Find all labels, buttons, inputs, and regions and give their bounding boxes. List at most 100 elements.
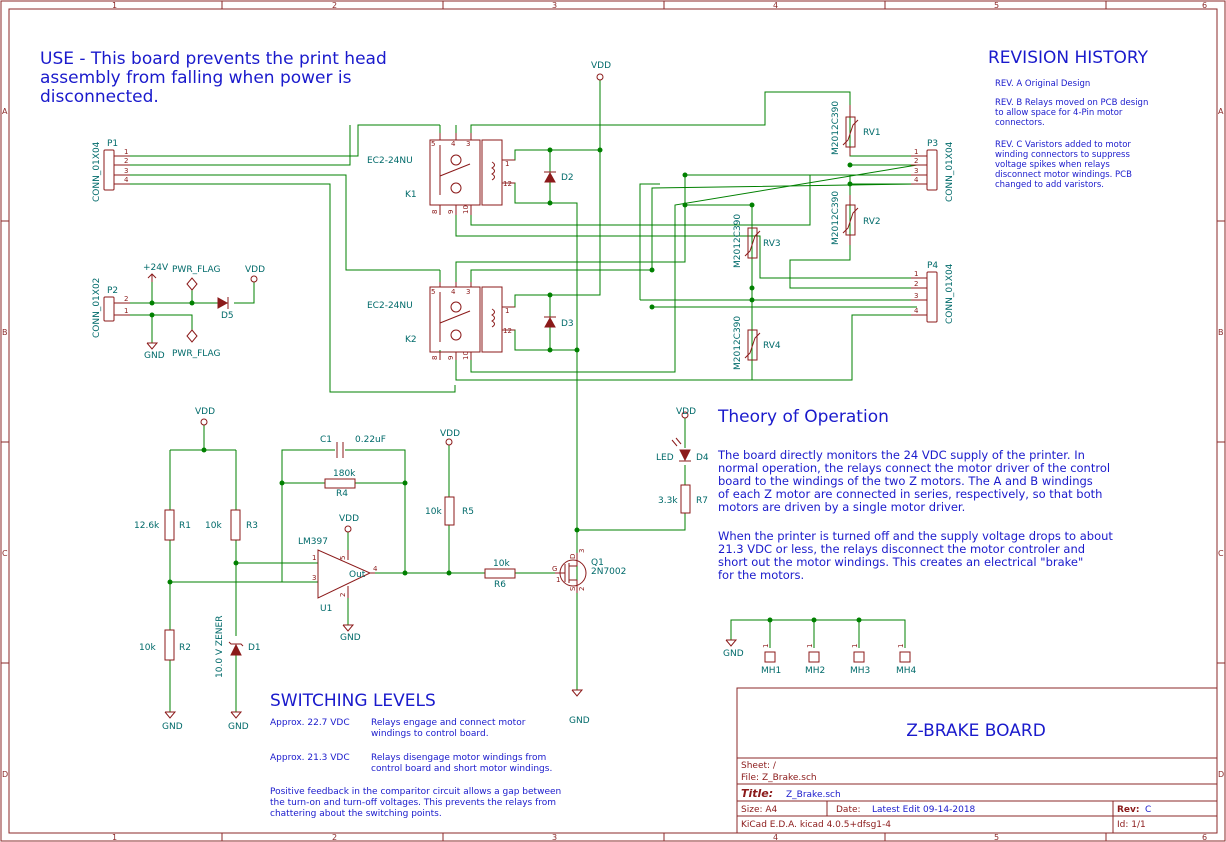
resistor-r5: R5 10k [425, 496, 474, 526]
c1-value: 0.22uF [355, 435, 386, 445]
mh1-ref: MH1 [761, 666, 781, 676]
vdd-r5: VDD [440, 429, 460, 446]
revision-history: REVISION HISTORY REV. A Original Design … [988, 48, 1149, 190]
p3-ref: P3 [927, 139, 938, 149]
resistor-r1: R1 12.6k [134, 509, 191, 541]
k1-pin-9: 9 [447, 210, 455, 214]
feedback-line-3: chattering about the switching points. [270, 809, 442, 819]
q1-pin-1: 1 [556, 576, 560, 584]
r2-value: 10k [139, 643, 156, 653]
r6-ref: R6 [494, 580, 506, 590]
d3-ref: D3 [561, 319, 574, 329]
r7-value: 3.3k [658, 496, 678, 506]
k2-pin-5: 5 [431, 288, 435, 296]
rv3-value: M2012C390 [733, 214, 743, 268]
vdd-r3-label: VDD [195, 407, 215, 417]
r4-ref: R4 [336, 489, 348, 499]
capacitor-c1: C1 0.22uF [320, 435, 386, 458]
varistor-rv1: RV1 M2012C390 [831, 101, 881, 156]
p3-value: CONN_01X04 [945, 141, 955, 202]
mosfet-q1: G D S 1 3 2 Q1 2N7002 [552, 549, 626, 593]
p4-pin-1: 1 [914, 270, 918, 278]
q1-pin-2: 2 [578, 587, 586, 591]
vdd-d5-label: VDD [245, 265, 265, 275]
gnd-r2: GND [162, 711, 183, 732]
vdd-r5-label: VDD [440, 429, 460, 439]
gnd-q1-label: GND [569, 716, 590, 726]
gnd-p2: GND [144, 342, 165, 361]
theory-of-operation: Theory of Operation The board directly m… [717, 407, 1113, 582]
p1-ref: P1 [107, 139, 118, 149]
theory-p2-line-3: short out the motor windings. This creat… [718, 555, 1083, 569]
vdd-led-label: VDD [676, 407, 696, 417]
pwr-flag-top-label: PWR_FLAG [172, 265, 220, 275]
p3-pin-3: 3 [914, 167, 918, 175]
mh4-pin: 1 [897, 644, 905, 648]
k2-pin-9: 9 [447, 356, 455, 360]
resistor-r2: R2 10k [139, 629, 191, 661]
q1-pin-3: 3 [578, 549, 586, 553]
k2-pin-10: 10 [462, 351, 470, 360]
tb-rev-label: Rev: [1117, 805, 1140, 815]
rv1-value: M2012C390 [831, 101, 841, 155]
switching-heading: SWITCHING LEVELS [270, 691, 436, 711]
tb-sheet: Sheet: / [741, 761, 777, 771]
p1-value: CONN_01X04 [92, 141, 102, 202]
q1-pin-g: G [552, 565, 557, 573]
frame-col-1: 1 [112, 1, 117, 10]
feedback-line-2: the turn-on and turn-off voltages. This … [270, 798, 556, 808]
p1-pin-4: 4 [124, 176, 129, 184]
rev-c-line-2: winding connectors to suppress [995, 150, 1130, 160]
r6-value: 10k [493, 559, 510, 569]
mounting-hole-mh3: 1 MH3 [850, 644, 870, 676]
use-note-line-2: assembly from falling when power is [40, 68, 352, 88]
relay-k2: 5 4 3 1 12 8 9 10 EC2-24NU K2 [367, 282, 515, 360]
d4-ref: D4 [696, 453, 709, 463]
k2-value: EC2-24NU [367, 301, 413, 311]
tb-date-value: Latest Edit 09-14-2018 [872, 805, 976, 815]
mounting-hole-mh2: 1 MH2 [805, 644, 825, 676]
varistor-rv2: RV2 M2012C390 [831, 191, 881, 245]
switching-row1-text-1: Relays engage and connect motor [371, 718, 526, 728]
switching-row1-voltage: Approx. 22.7 VDC [270, 718, 350, 728]
u1-pin-2: 2 [339, 593, 347, 597]
tb-size: Size: A4 [741, 805, 778, 815]
p4-value: CONN_01X04 [945, 263, 955, 324]
pwr-flag-bottom: PWR_FLAG [172, 329, 220, 359]
rv4-value: M2012C390 [733, 316, 743, 370]
r1-ref: R1 [179, 521, 191, 531]
use-note: USE - This board prevents the print head… [40, 49, 387, 107]
k1-pin-10: 10 [462, 205, 470, 214]
zener-d1: D1 10.0 V ZENER [215, 616, 261, 678]
diode-d2: D2 [544, 171, 574, 183]
p1-pin-2: 2 [124, 157, 128, 165]
v24-label: +24V [143, 263, 169, 273]
r4-value: 180k [333, 469, 356, 479]
gnd-r2-label: GND [162, 722, 183, 732]
rv1-ref: RV1 [863, 128, 881, 138]
q1-value: 2N7002 [591, 567, 626, 577]
tb-id: Id: 1/1 [1117, 820, 1146, 830]
gnd-q1: GND [569, 689, 590, 726]
frame-col-6-bottom: 6 [1202, 833, 1207, 842]
p4-ref: P4 [927, 261, 938, 271]
theory-p2-line-2: 21.3 VDC or less, the relays disconnect … [718, 542, 1085, 556]
k2-pin-1: 1 [505, 307, 509, 315]
r3-ref: R3 [246, 521, 258, 531]
connector-p3: 1 2 3 4 P3 CONN_01X04 [911, 139, 955, 202]
frame-col-3-bottom: 3 [552, 833, 557, 842]
switching-levels: SWITCHING LEVELS Approx. 22.7 VDC Relays… [270, 691, 561, 819]
u1-pin-3: 3 [312, 574, 316, 582]
frame-col-3: 3 [552, 1, 557, 10]
k1-pin-4: 4 [451, 140, 456, 148]
rev-b-line-3: connectors. [995, 118, 1045, 128]
theory-p1-line-5: motors are driven by a single motor driv… [718, 500, 965, 514]
diode-d5: D5 [217, 297, 234, 321]
gnd-u1-label: GND [340, 633, 361, 643]
wires [130, 80, 918, 712]
vdd-d5: VDD [245, 265, 265, 283]
gnd-mh-label: GND [723, 649, 744, 659]
vdd-led: VDD [676, 407, 696, 419]
p3-pin-1: 1 [914, 148, 918, 156]
